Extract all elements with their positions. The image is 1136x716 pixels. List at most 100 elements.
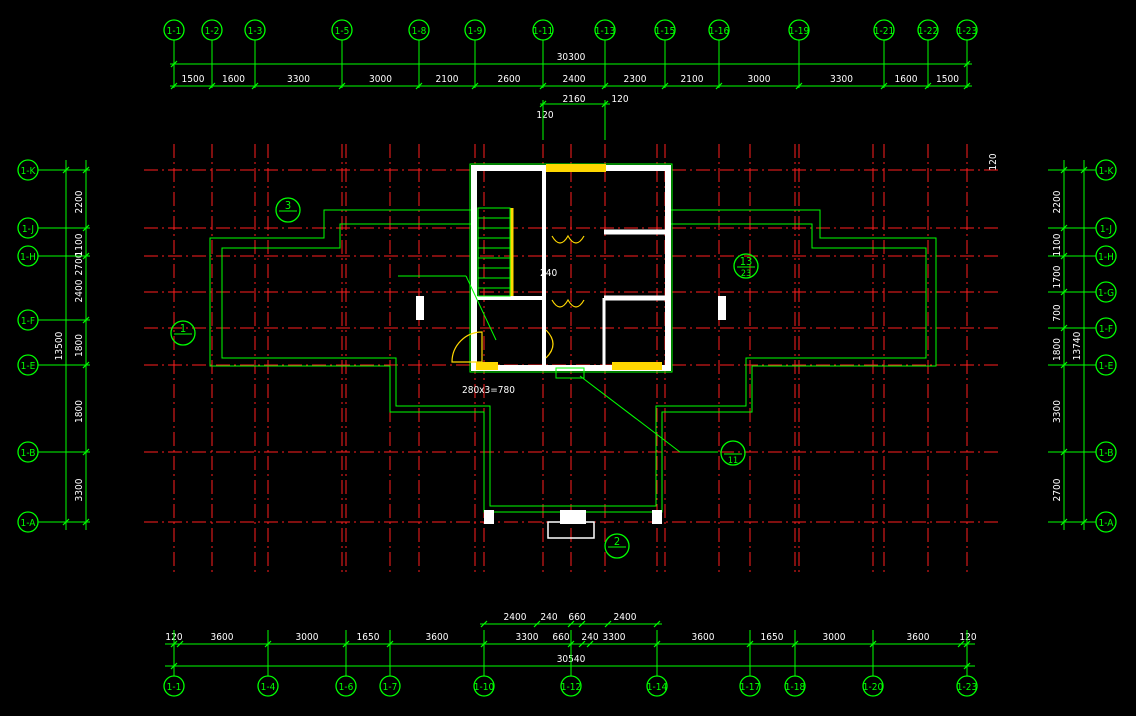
- dimension-text: 1650: [357, 632, 380, 643]
- column: [416, 296, 424, 320]
- dimension-tick: [567, 620, 575, 628]
- dimension-text: 1500: [936, 74, 959, 85]
- axis-bubble-bottom: 1-4: [261, 682, 276, 693]
- axis-bubble-bottom: 1-23: [957, 682, 977, 693]
- column: [652, 510, 662, 524]
- dimension-text: 1100: [74, 233, 85, 256]
- dimension-text: 3300: [603, 632, 626, 643]
- stair-steps-note: 280x3=780: [462, 385, 515, 396]
- dimension-text: 2700: [1052, 478, 1063, 501]
- dimension-text: 2300: [624, 74, 647, 85]
- callout-number: 3: [285, 199, 291, 212]
- axis-bubble-right: 1-J: [1100, 224, 1112, 235]
- axis-bubble-bottom: 1-20: [863, 682, 884, 693]
- stair-treads: [478, 217, 510, 289]
- window-hatch: [612, 362, 662, 370]
- axis-bubble-bottom: 1-6: [339, 682, 354, 693]
- dimension-text: 3300: [830, 74, 853, 85]
- axis-bubble-left: 1-B: [21, 448, 36, 459]
- dimension-text: 3000: [369, 74, 392, 85]
- axis-bubble-top: 1-16: [709, 26, 730, 37]
- dimension-text: 1600: [895, 74, 918, 85]
- dimension-text: 13500: [54, 331, 65, 360]
- dimension-text: 120: [959, 632, 976, 643]
- axis-bubble-top: 1-8: [412, 26, 427, 37]
- callout-sheet: 23: [741, 269, 751, 279]
- dimension-text: 120: [988, 153, 999, 170]
- dimension-text: 3300: [287, 74, 310, 85]
- dimension-text: 120: [536, 110, 553, 121]
- axis-bubble-top: 1-22: [918, 26, 938, 37]
- callout-number: 2: [614, 535, 620, 548]
- axis-bubble-top: 1-21: [874, 26, 894, 37]
- dimension-tick: [578, 640, 586, 648]
- axis-bubble-bottom: 1-14: [647, 682, 668, 693]
- callout-sheet: 11: [728, 456, 738, 466]
- dimension-text: 1800: [1052, 338, 1063, 361]
- dimension-text: 2100: [681, 74, 704, 85]
- dimension-text: 2600: [498, 74, 521, 85]
- stair-run: [477, 207, 511, 297]
- axis-bubble-top: 1-13: [595, 26, 615, 37]
- dimension-text: 13740: [1072, 331, 1083, 360]
- axis-bubble-top: 1-3: [248, 26, 263, 37]
- callout-number: 1: [180, 322, 186, 335]
- column: [560, 510, 586, 524]
- dimension-text: 30300: [557, 52, 586, 63]
- axis-bubble-bottom: 1-17: [740, 682, 760, 693]
- dimension-text: 3000: [748, 74, 771, 85]
- axis-bubble-top: 1-1: [167, 26, 182, 37]
- callout-circle: [604, 533, 630, 559]
- axis-bubble-bottom: 1-18: [785, 682, 806, 693]
- dimension-text: 1650: [761, 632, 784, 643]
- callout-circle: [720, 440, 746, 466]
- dimension-text: 3000: [823, 632, 846, 643]
- dimension-text: 1800: [74, 334, 85, 357]
- axis-bubble-right: 1-A: [1099, 518, 1115, 529]
- callout-circle: [733, 253, 759, 279]
- inner-wall-left-wing: [221, 223, 927, 507]
- dimension-tick: [578, 620, 586, 628]
- axis-bubble-bottom: 1-12: [561, 682, 581, 693]
- dimension-tick: [533, 620, 541, 628]
- axis-bubble-bottom: 1-1: [167, 682, 182, 693]
- entry-step: [547, 521, 595, 539]
- axis-bubble-right: 1-K: [1099, 166, 1115, 177]
- dimension-text: 3300: [74, 478, 85, 501]
- dimension-text: 700: [1052, 304, 1063, 321]
- axis-bubble-right: 1-F: [1099, 324, 1113, 335]
- axis-bubble-left: 1-A: [21, 518, 37, 529]
- dimension-text: 660: [552, 632, 569, 643]
- dimension-text: 660: [568, 612, 585, 623]
- dimension-text: 1500: [182, 74, 205, 85]
- stair-core: [416, 163, 726, 539]
- axis-bubble-left: 1-F: [21, 316, 35, 327]
- dimension-text: 2400: [614, 612, 637, 623]
- dimension-tick: [480, 620, 488, 628]
- axis-bubble-left: 1-J: [22, 224, 34, 235]
- axis-bubble-right: 1-E: [1099, 361, 1114, 372]
- window-hatch: [476, 362, 498, 370]
- axis-bubble-top: 1-11: [533, 26, 553, 37]
- dimension-text: 1700: [1052, 265, 1063, 288]
- stair-width-note: 240: [540, 268, 557, 279]
- column: [484, 510, 494, 524]
- leader-line: [579, 375, 681, 453]
- dimension-text: 240: [540, 612, 557, 623]
- dimension-tick: [586, 640, 594, 648]
- dimension-text: 2400: [504, 612, 527, 623]
- dimension-text: 1100: [1052, 233, 1063, 256]
- axis-bubble-left: 1-E: [21, 361, 36, 372]
- dimension-text: 1800: [74, 400, 85, 423]
- dimension-text: 2200: [74, 190, 85, 213]
- leader-line: [465, 275, 497, 341]
- door-swing: [551, 234, 585, 244]
- dimension-text: 3600: [426, 632, 449, 643]
- dimension-text: 3600: [907, 632, 930, 643]
- dimension-text: 2400: [563, 74, 586, 85]
- callout-circle: [170, 320, 196, 346]
